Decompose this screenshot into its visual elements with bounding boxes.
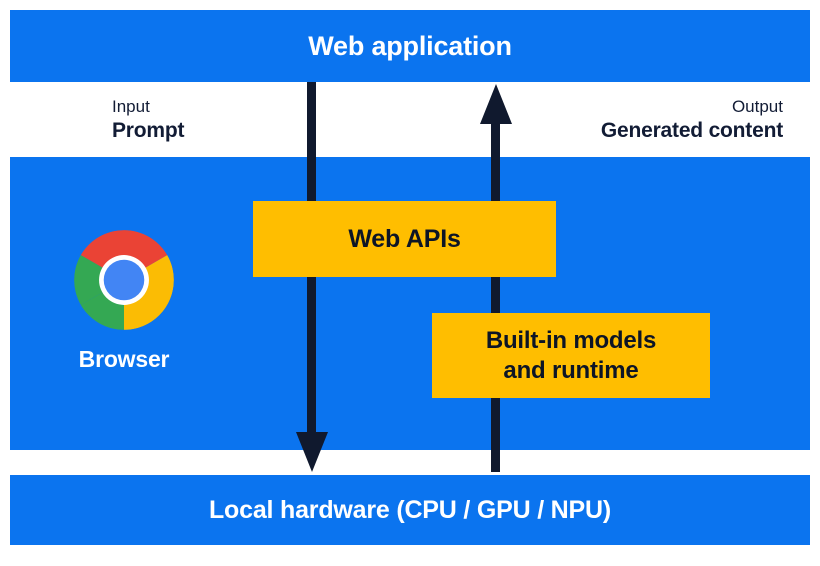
box-web-apis[interactable]: Web APIs [253, 201, 556, 277]
band-local-hardware: Local hardware (CPU / GPU / NPU) [10, 475, 810, 545]
box-web-apis-label: Web APIs [348, 224, 461, 253]
band-web-application: Web application [10, 10, 810, 82]
input-value-label: Prompt [112, 118, 185, 142]
chrome-logo-icon [74, 230, 174, 330]
band-local-hardware-label: Local hardware (CPU / GPU / NPU) [208, 495, 611, 524]
arrow-down-icon [296, 82, 328, 472]
output-value-label: Generated content [600, 118, 783, 142]
input-kind-label: Input [112, 97, 150, 116]
output-kind-label: Output [731, 97, 783, 116]
browser-block: Browser [54, 228, 194, 373]
output-label-group: Output Generated content [601, 97, 783, 143]
input-label-group: Input Prompt [112, 97, 185, 143]
box-builtin-models-line2: and runtime [503, 356, 639, 384]
box-builtin-models-line1: Built-in models [485, 327, 657, 355]
band-web-application-label: Web application [308, 30, 512, 61]
box-builtin-models-label: Built-in models and runtime [485, 326, 657, 385]
browser-label: Browser [78, 346, 170, 372]
arrow-up-icon [480, 84, 512, 472]
box-builtin-models[interactable]: Built-in models and runtime [432, 313, 710, 398]
